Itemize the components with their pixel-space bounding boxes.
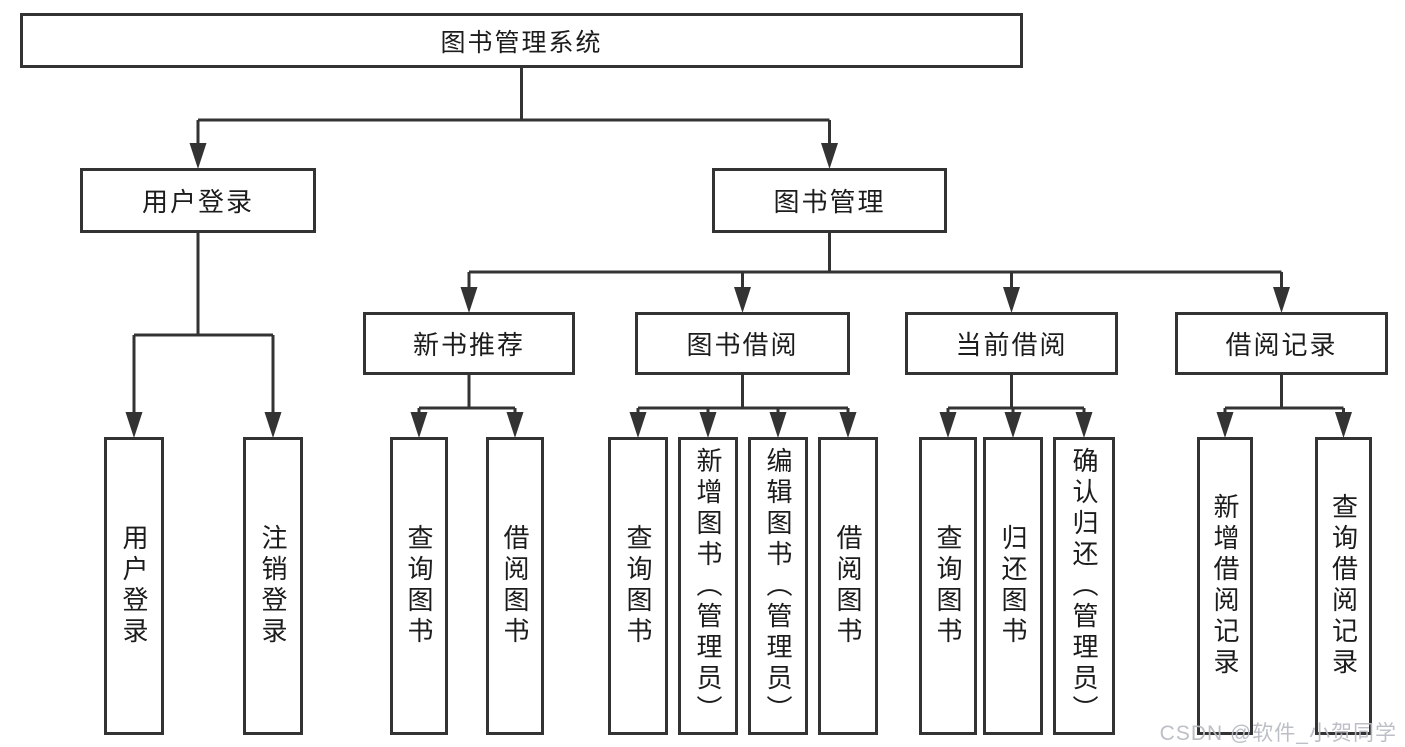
leaf-query-books-2: 查询图书 xyxy=(608,437,668,735)
leaf-logout-label: 注销登录 xyxy=(258,524,288,648)
leaf-logout: 注销登录 xyxy=(243,437,303,735)
leaf-query-borrow-record-label: 查询借阅记录 xyxy=(1328,493,1359,679)
leaf-borrow-books: 借阅图书 xyxy=(486,437,544,735)
leaf-add-books-admin: 新增图书（管理员） xyxy=(678,437,738,735)
node-library-management-system: 图书管理系统 xyxy=(20,13,1023,68)
leaf-query-books: 查询图书 xyxy=(390,437,448,735)
leaf-confirm-return-admin: 确认归还（管理员） xyxy=(1053,437,1115,735)
leaf-query-books-3: 查询图书 xyxy=(919,437,977,735)
csdn-watermark: CSDN @软件_小贺同学 xyxy=(1159,722,1397,745)
leaf-user-login: 用户登录 xyxy=(104,437,164,735)
leaf-add-borrow-record: 新增借阅记录 xyxy=(1197,437,1253,735)
node-book-borrowing: 图书借阅 xyxy=(635,312,850,375)
node-borrowing-records: 借阅记录 xyxy=(1175,312,1388,375)
node-book-management: 图书管理 xyxy=(712,168,947,233)
leaf-query-books-2-label: 查询图书 xyxy=(623,524,653,648)
leaf-borrow-books-2-label: 借阅图书 xyxy=(833,524,863,648)
leaf-return-books-label: 归还图书 xyxy=(998,524,1028,648)
leaf-query-borrow-record: 查询借阅记录 xyxy=(1315,437,1372,735)
leaf-borrow-books-label: 借阅图书 xyxy=(500,524,530,648)
leaf-add-borrow-record-label: 新增借阅记录 xyxy=(1210,493,1240,679)
leaf-confirm-return-admin-label: 确认归还（管理员） xyxy=(1069,446,1099,726)
leaf-edit-books-admin-label: 编辑图书（管理员） xyxy=(763,446,793,726)
node-user-login: 用户登录 xyxy=(80,168,316,233)
leaf-edit-books-admin: 编辑图书（管理员） xyxy=(748,437,808,735)
node-current-borrowing: 当前借阅 xyxy=(905,312,1118,375)
node-new-book-recommendation: 新书推荐 xyxy=(363,312,575,375)
leaf-return-books: 归还图书 xyxy=(983,437,1043,735)
leaf-borrow-books-2: 借阅图书 xyxy=(818,437,878,735)
leaf-user-login-label: 用户登录 xyxy=(119,524,149,648)
leaf-add-books-admin-label: 新增图书（管理员） xyxy=(693,446,723,726)
leaf-query-books-label: 查询图书 xyxy=(404,524,434,648)
leaf-query-books-3-label: 查询图书 xyxy=(933,524,963,648)
